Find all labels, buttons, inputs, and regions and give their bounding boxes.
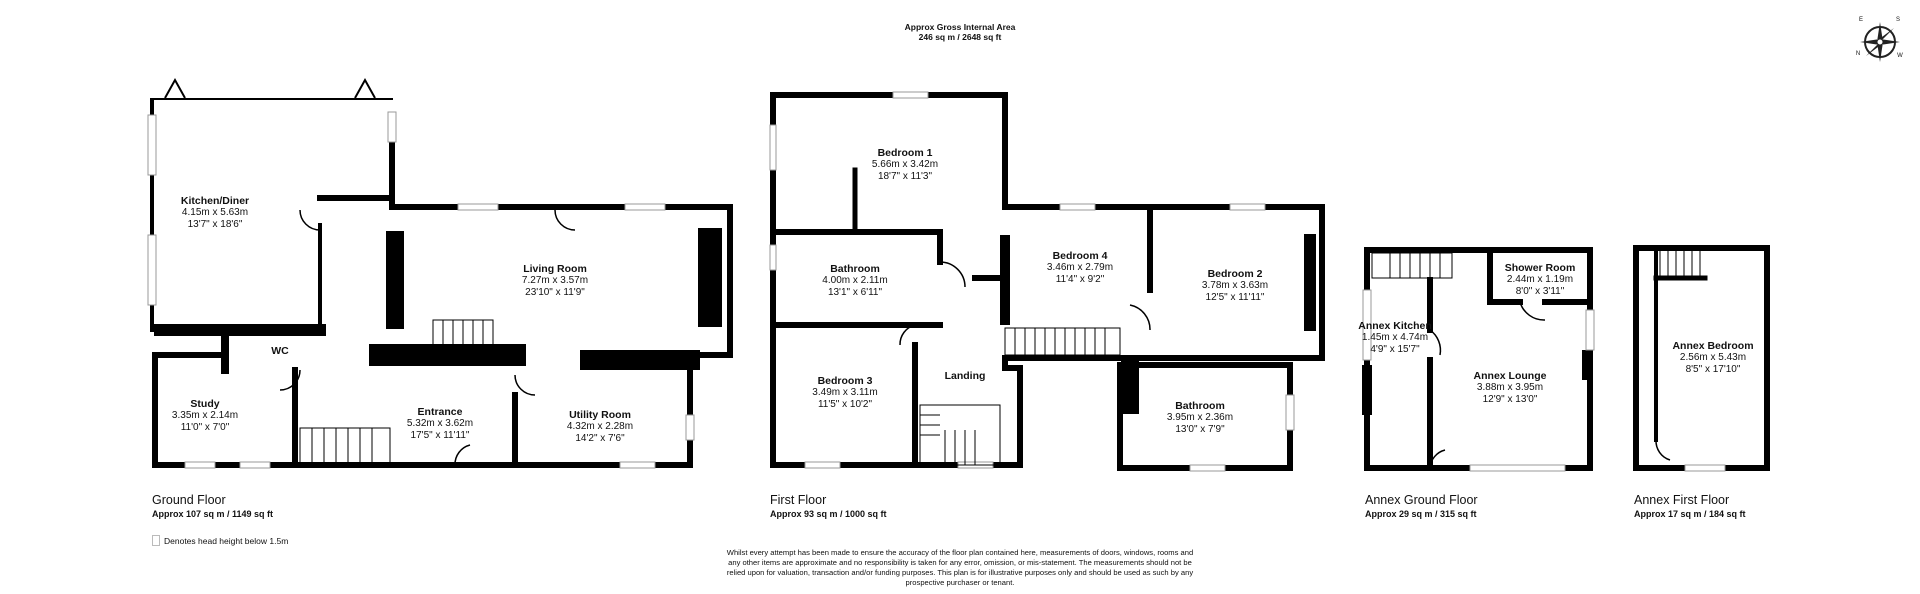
compass-letter-n: N (1855, 51, 1861, 57)
room-landing: Landing (944, 370, 986, 382)
compass-letter-e: E (1858, 17, 1864, 23)
legend: Denotes head height below 1.5m (152, 535, 288, 546)
compass-letter-w: W (1897, 53, 1903, 59)
floor-area-first: Approx 93 sq m / 1000 sq ft (770, 509, 887, 519)
doors (279, 209, 1671, 469)
windows (147, 91, 1726, 472)
roof-pitch-markers (164, 77, 376, 99)
annex-ground-walls (1362, 247, 1593, 471)
floor-title-first: First Floor (770, 493, 827, 507)
compass-rose-icon (1860, 22, 1900, 62)
gross-area-header: Approx Gross Internal Area 246 sq m / 26… (904, 22, 1016, 42)
floor-area-annex-ground: Approx 29 sq m / 315 sq ft (1365, 509, 1477, 519)
ground-floor-walls (150, 98, 733, 468)
annex-first-walls (1633, 245, 1770, 471)
floor-title-annex-ground: Annex Ground Floor (1365, 493, 1478, 507)
floor-title-annex-first: Annex First Floor (1634, 493, 1730, 507)
compass-letter-s: S (1895, 17, 1901, 23)
room-wc: WC (271, 345, 289, 357)
floor-area-ground: Approx 107 sq m / 1149 sq ft (152, 509, 274, 519)
disclaimer: Whilst every attempt has been made to en… (726, 548, 1194, 587)
head-height-swatch-icon (152, 535, 160, 546)
floor-area-annex-first: Approx 17 sq m / 184 sq ft (1634, 509, 1746, 519)
floor-title-ground: Ground Floor (152, 493, 226, 507)
stairs (299, 249, 1701, 466)
